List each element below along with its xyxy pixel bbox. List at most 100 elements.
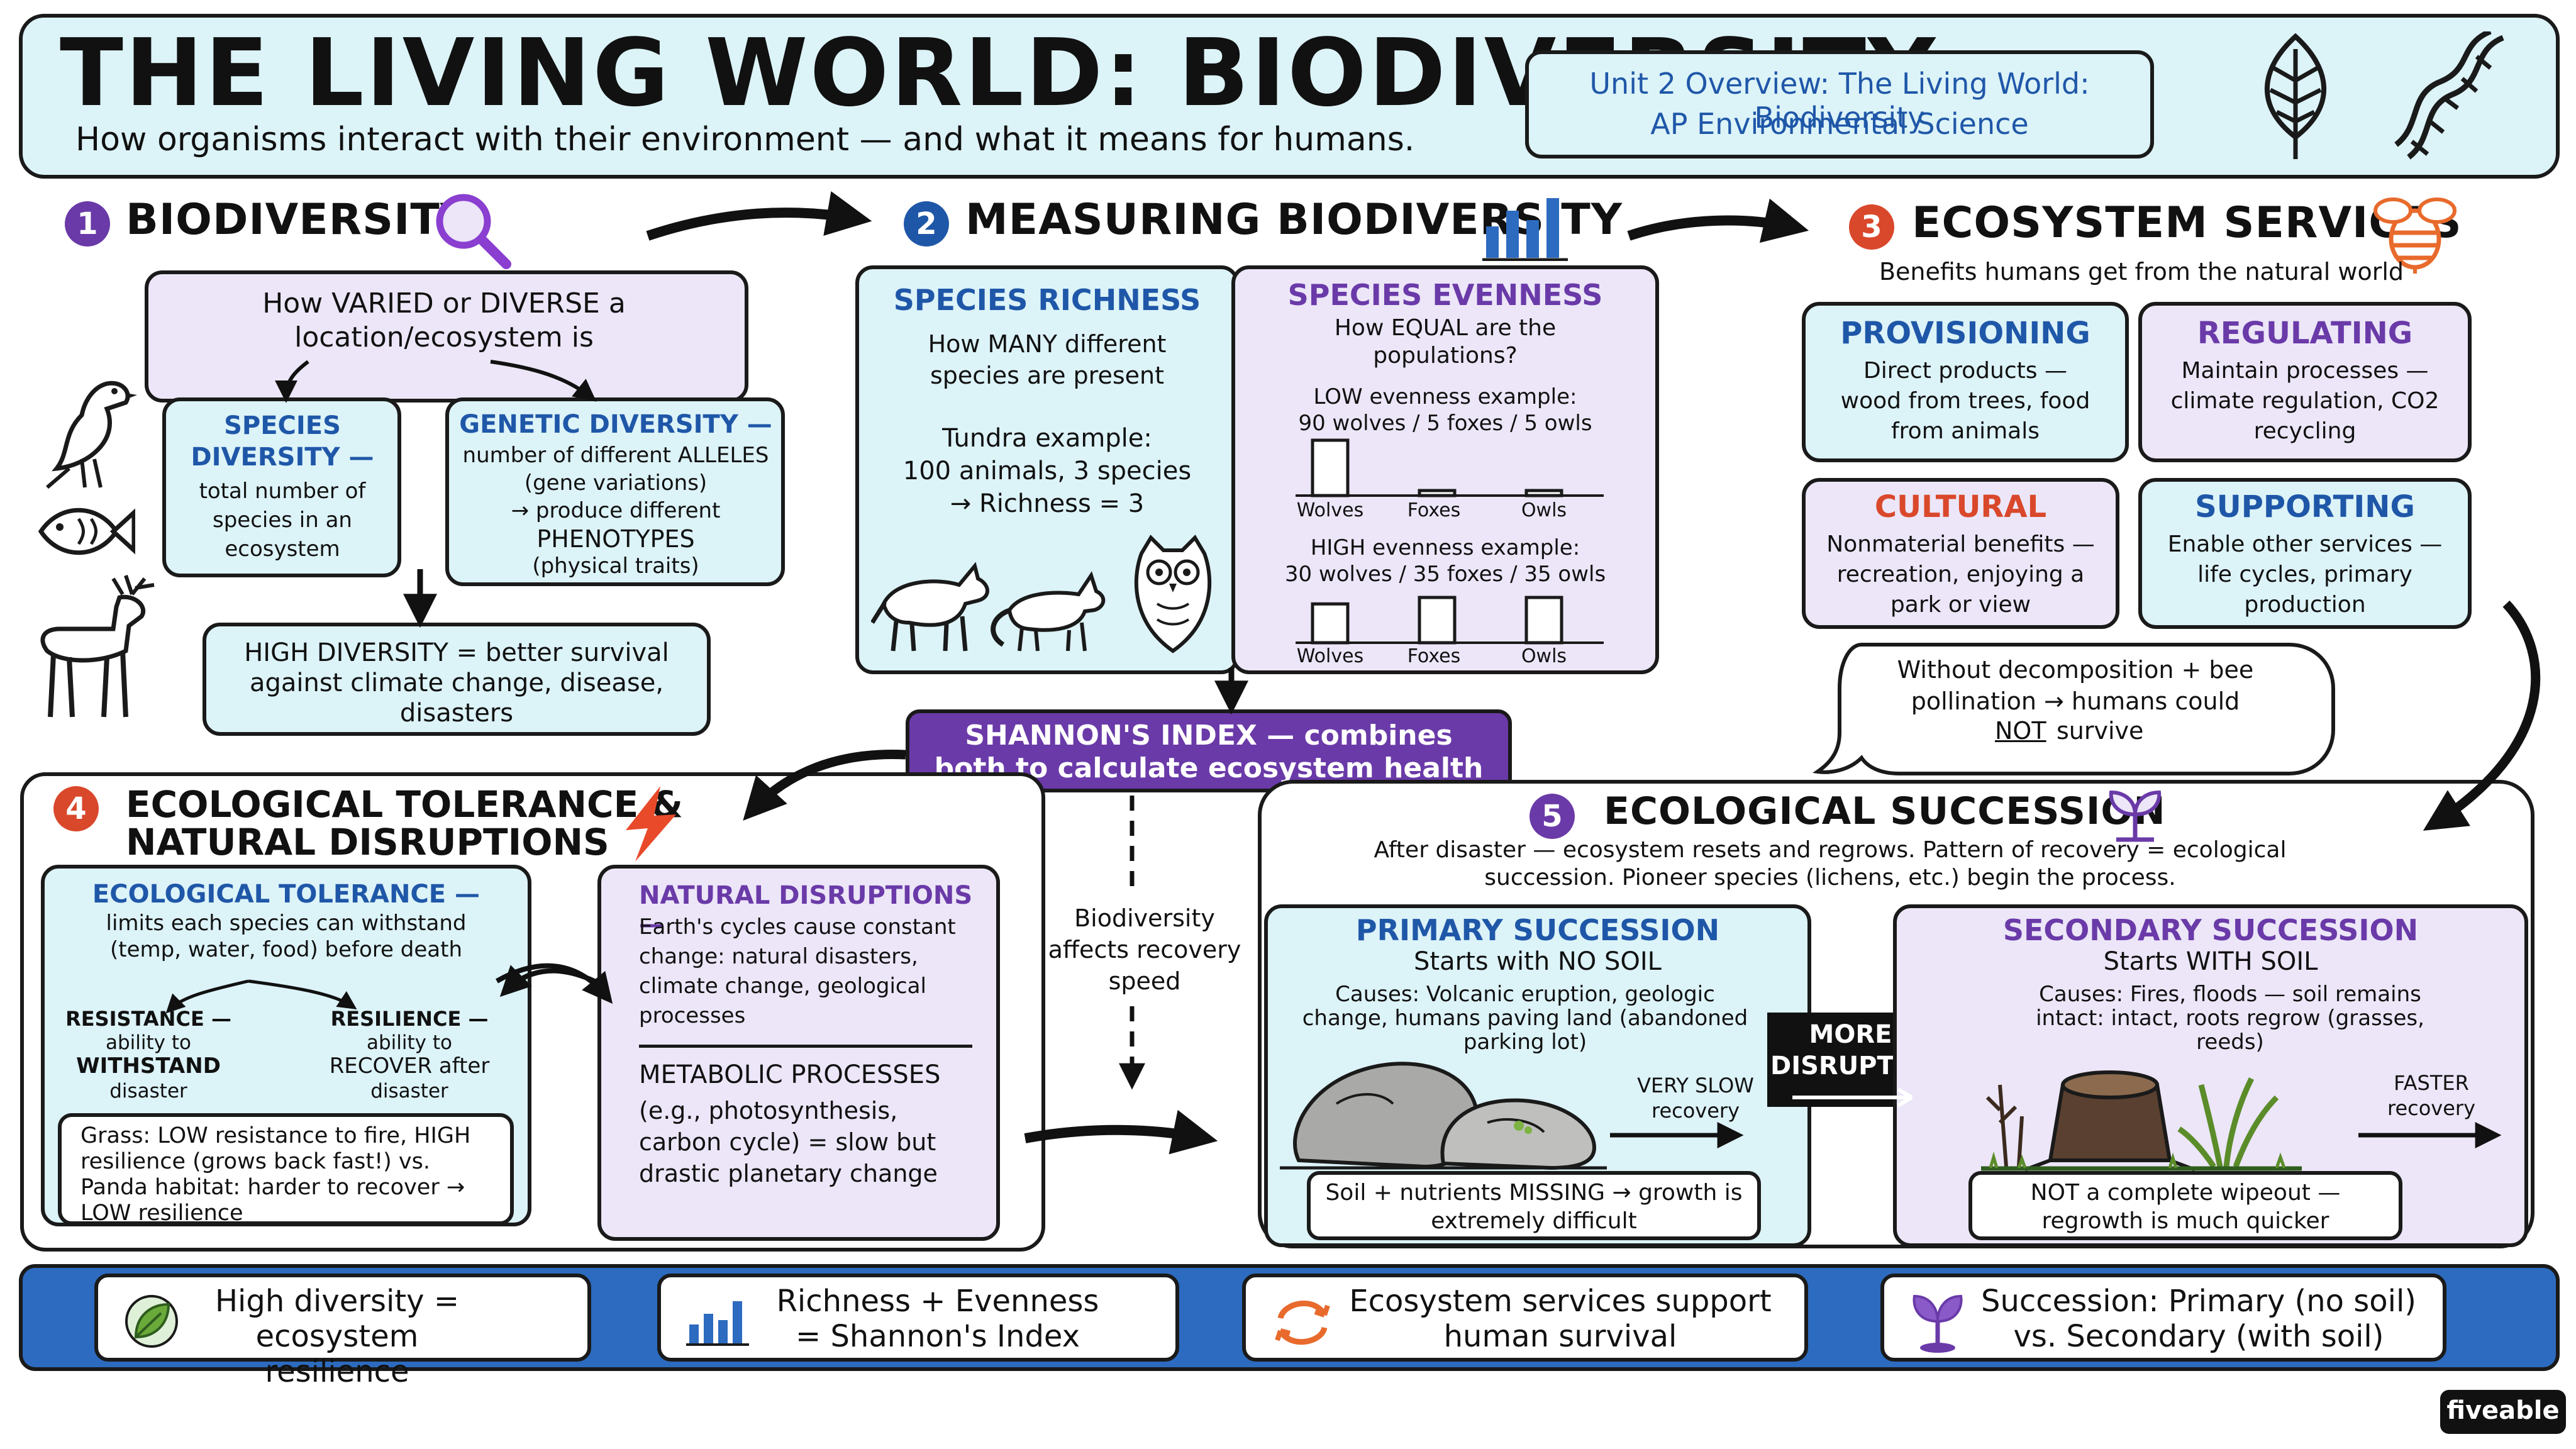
resilience-title: RESILIENCE —: [330, 1007, 489, 1031]
genetic-diversity-title: GENETIC DIVERSITY —: [459, 410, 772, 439]
genetic-diversity-body1: number of different ALLELES (gene variat…: [462, 443, 769, 496]
magnifier-icon: [436, 194, 511, 269]
provisioning-title: PROVISIONING: [1840, 316, 2090, 351]
unit-badge-line1: Unit 2 Overview: The Living World: Biodi…: [1589, 67, 2090, 135]
owl-icon: [1134, 535, 1212, 653]
primary-succession-note-box: Soil + nutrients MISSING → growth is ext…: [1307, 1171, 1761, 1240]
secondary-succession-subtitle: Starts WITH SOIL: [2103, 947, 2318, 976]
leaf-icon: [2264, 33, 2327, 159]
footer-item-1-text: High diversity = ecosystem resilience: [214, 1284, 460, 1389]
high-evenness-bar-wolves: [1311, 602, 1350, 645]
low-evenness-bar-wolves: [1311, 438, 1350, 497]
section-2-number: 2: [904, 201, 949, 247]
low-bar-label-owls: Owls: [1521, 499, 1567, 521]
primary-succession-title: PRIMARY SUCCESSION: [1355, 913, 1720, 947]
bubble-not: NOT: [1995, 717, 2046, 745]
cultural-body: Nonmaterial benefits — recreation, enjoy…: [1826, 531, 2095, 618]
recycle-arrows-icon: [1275, 1301, 1330, 1345]
footer-item-4-text: Succession: Primary (no soil) vs. Second…: [1980, 1284, 2417, 1354]
cultural-title: CULTURAL: [1874, 489, 2047, 525]
secondary-succession-note: NOT a complete wipeout — regrowth is muc…: [2030, 1180, 2341, 1234]
secondary-succession-causes: Causes: Fires, floods — soil remains int…: [2036, 982, 2424, 1055]
section-4-number: 4: [53, 786, 99, 831]
ecological-tolerance-title: ECOLOGICAL TOLERANCE —: [92, 880, 480, 909]
primary-succession-causes: Causes: Volcanic eruption, geologic chan…: [1302, 982, 1748, 1055]
resistance-key: WITHSTAND: [76, 1053, 221, 1079]
biodiversity-definition-box: How VARIED or DIVERSE a location/ecosyst…: [145, 270, 748, 402]
high-bar-label-foxes: Foxes: [1407, 645, 1461, 667]
genetic-diversity-body2: → produce different: [511, 498, 721, 523]
resistance-body-2: disaster: [109, 1080, 187, 1102]
arrow-s1-to-s2: [646, 191, 872, 241]
dna-icon: [2394, 31, 2504, 160]
tundra-example-3: → Richness = 3: [950, 489, 1145, 518]
species-diversity-body: total number of species in an ecosystem: [199, 479, 366, 562]
ecological-tolerance-body: limits each species can withstand (temp,…: [106, 911, 467, 962]
fiveable-logo: fiveable: [2440, 1390, 2566, 1434]
low-bar-label-wolves: Wolves: [1296, 499, 1364, 521]
section-4-title-1: ECOLOGICAL TOLERANCE &: [126, 783, 683, 826]
secondary-succession-note-box: NOT a complete wipeout — regrowth is muc…: [1968, 1171, 2402, 1240]
genetic-diversity-body4: (physical traits): [532, 553, 699, 579]
high-diversity-text: HIGH DIVERSITY = better survival against…: [244, 638, 669, 728]
regulating-title: REGULATING: [2197, 316, 2413, 351]
low-bar-label-foxes: Foxes: [1407, 499, 1461, 521]
resistance-title: RESISTANCE —: [65, 1007, 231, 1031]
primary-succession-speed: VERY SLOW recovery: [1637, 1074, 1754, 1123]
fish-icon: [38, 508, 135, 555]
species-diversity-box: SPECIES DIVERSITY — total number of spec…: [162, 397, 401, 577]
lightning-icon: [626, 786, 676, 862]
cultural-box: CULTURAL Nonmaterial benefits — recreati…: [1802, 478, 2119, 629]
footer-item-2-text: Richness + Evenness = Shannon's Index: [776, 1284, 1099, 1354]
section-1-number: 1: [65, 201, 110, 247]
page-subtitle: How organisms interact with their enviro…: [75, 121, 1415, 158]
provisioning-body: Direct products — wood from trees, food …: [1840, 358, 2090, 444]
natural-disruptions-box: NATURAL DISRUPTIONS — Earth's cycles cau…: [597, 865, 1000, 1241]
supporting-body: Enable other services — life cycles, pri…: [2167, 531, 2443, 618]
stump-regrowth-illustration: [1981, 1070, 2302, 1172]
metabolic-processes-title: METABOLIC PROCESSES: [639, 1060, 941, 1089]
species-richness-title: SPECIES RICHNESS: [893, 283, 1201, 317]
bubble-text-2: survive: [2057, 717, 2144, 745]
resistance-body-1: ability to: [106, 1031, 191, 1054]
natural-disruptions-title: NATURAL DISRUPTIONS —: [639, 881, 973, 939]
biodiversity-affects-recovery-label: Biodiversity affects recovery speed: [1048, 904, 1241, 995]
tundra-animals-illustration: [871, 535, 1212, 653]
fiveable-logo-text: fiveable: [2446, 1396, 2560, 1425]
section-4-title-2: NATURAL DISRUPTIONS: [126, 821, 609, 863]
footer-item-3-text: Ecosystem services support human surviva…: [1349, 1284, 1772, 1354]
shannons-index-text: SHANNON'S INDEX — combines both to calcu…: [934, 719, 1484, 784]
high-bar-label-wolves: Wolves: [1296, 645, 1364, 667]
provisioning-box: PROVISIONING Direct products — wood from…: [1802, 302, 2129, 462]
biodiversity-definition: How VARIED or DIVERSE a location/ecosyst…: [262, 287, 626, 353]
footer-item-3: Ecosystem services support human surviva…: [1242, 1274, 1808, 1362]
regulating-box: REGULATING Maintain processes — climate …: [2138, 302, 2472, 462]
high-evenness-values: 30 wolves / 35 foxes / 35 owls: [1284, 562, 1606, 587]
low-evenness-label: LOW evenness example:: [1313, 384, 1577, 409]
natural-disruptions-divider: [639, 1045, 972, 1048]
tundra-example-1: Tundra example:: [942, 424, 1152, 453]
rocks-illustration: [1280, 1062, 1607, 1170]
regulating-body: Maintain processes — climate regulation,…: [2170, 358, 2440, 444]
bee-icon: [2373, 197, 2457, 274]
supporting-title: SUPPORTING: [2195, 489, 2415, 525]
species-richness-body: How MANY different species are present: [928, 330, 1167, 389]
low-evenness-values: 90 wolves / 5 foxes / 5 owls: [1298, 411, 1592, 436]
genetic-diversity-body3: PHENOTYPES: [536, 525, 695, 553]
leaf-icon: [125, 1295, 178, 1348]
species-diversity-title: SPECIES DIVERSITY —: [191, 411, 374, 472]
speech-bubble-shape: [1812, 643, 2335, 775]
section-3-number: 3: [1849, 204, 1894, 250]
evenness-bar-charts: [1296, 438, 1604, 645]
section-5-number: 5: [1530, 794, 1575, 839]
succession-intro: After disaster — ecosystem resets and re…: [1374, 837, 2287, 891]
secondary-succession-speed: FASTER recovery: [2387, 1071, 2476, 1120]
resilience-body-2: disaster: [370, 1080, 448, 1102]
sprout-icon: [1913, 1294, 1963, 1353]
primary-succession-subtitle: Starts with NO SOIL: [1414, 947, 1662, 976]
high-diversity-box: HIGH DIVERSITY = better survival against…: [203, 623, 711, 736]
high-evenness-bar-foxes: [1418, 596, 1457, 645]
unit-badge-line2: AP Environmental Science: [1650, 107, 2029, 141]
fox-icon: [991, 571, 1106, 652]
species-evenness-body: How EQUAL are the populations?: [1334, 315, 1557, 369]
